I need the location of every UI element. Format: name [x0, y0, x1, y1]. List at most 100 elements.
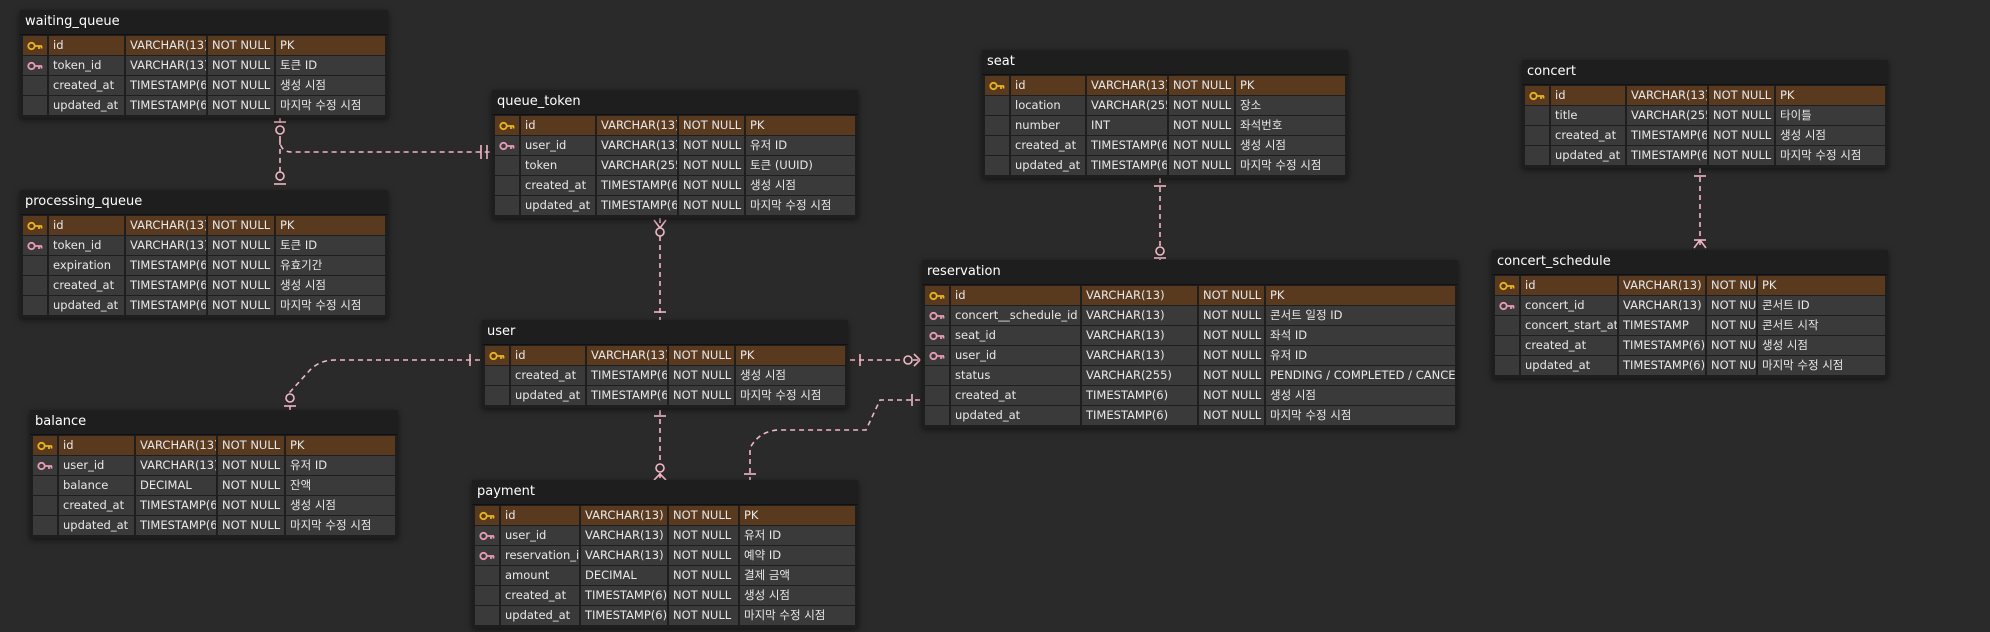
key-cell: [23, 276, 47, 295]
key-cell: [925, 366, 949, 385]
column-type: VARCHAR(13): [1082, 346, 1197, 365]
table-title: concert: [1522, 60, 1888, 85]
key-cell: [23, 296, 47, 315]
key-cell: [1495, 356, 1519, 375]
column-type: VARCHAR(13): [1619, 276, 1705, 295]
column-comment: 장소: [1236, 96, 1345, 115]
column-comment: 토큰 (UUID): [746, 156, 855, 175]
column-type: TIMESTAMP(6): [126, 256, 206, 275]
column-type: TIMESTAMP(6): [136, 516, 216, 535]
key-cell: [985, 156, 1009, 175]
column-comment: 콘서트 시작: [1758, 316, 1885, 335]
column-name: created_at: [1551, 126, 1625, 145]
pk-key-icon: [485, 346, 509, 365]
column-comment: 생성 시점: [740, 586, 855, 605]
column-name: created_at: [1521, 336, 1617, 355]
key-cell: [495, 196, 519, 215]
key-cell: [1495, 316, 1519, 335]
column-type: VARCHAR(13): [1087, 76, 1167, 95]
column-nullability: NOT NULL: [208, 276, 274, 295]
column-type: TIMESTAMP(6): [1087, 136, 1167, 155]
column-nullability: NOT NULL: [679, 156, 744, 175]
fk-key-icon: [925, 306, 949, 325]
column-type: DECIMAL: [136, 476, 216, 495]
column-comment: 마지막 수정 시점: [746, 196, 855, 215]
column-type: VARCHAR(13): [126, 236, 206, 255]
column-name: token: [521, 156, 595, 175]
column-name: id: [49, 36, 124, 55]
column-comment: 마지막 수정 시점: [276, 96, 385, 115]
column-comment: 마지막 수정 시점: [1776, 146, 1885, 165]
table-title: queue_token: [492, 90, 858, 115]
pk-key-icon: [495, 116, 519, 135]
column-comment: 생성 시점: [276, 276, 385, 295]
column-nullability: NOT NULL: [1199, 286, 1264, 305]
column-nullability: NOT NULL: [669, 366, 734, 385]
column-name: created_at: [521, 176, 595, 195]
column-comment: 토큰 ID: [276, 56, 385, 75]
column-nullability: NOT NULL: [208, 296, 274, 315]
column-nullability: NOT NULL: [1199, 406, 1264, 425]
